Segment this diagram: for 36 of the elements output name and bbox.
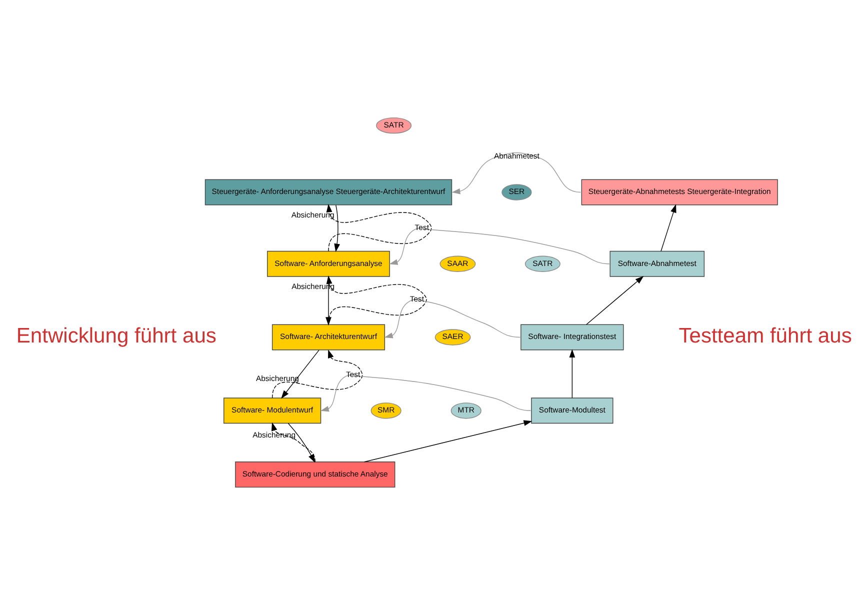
label: Entwicklung führt aus	[16, 324, 216, 348]
arrow	[586, 275, 644, 324]
node-box: Software- Anforderungsanalyse	[267, 250, 390, 276]
edge-label: Test	[346, 369, 360, 378]
label: Testteam führt aus	[678, 324, 852, 348]
edge-label: Absicherung	[291, 210, 334, 220]
node-ellipse: SMR	[370, 402, 402, 418]
edge-label: Test	[410, 294, 424, 304]
arrow	[334, 204, 340, 252]
arrow	[452, 152, 581, 194]
node-ellipse: SAAR	[440, 255, 476, 272]
node-box: Software- Architekturentwurf	[272, 324, 386, 350]
arrow	[281, 349, 320, 398]
node-ellipse: SER	[502, 184, 532, 200]
arrow	[364, 420, 532, 462]
node-ellipse: SATR	[376, 116, 412, 134]
arrow	[384, 298, 521, 338]
node-ellipse: MTR	[450, 402, 482, 418]
node-box: Software-Codierung und statische Analyse	[235, 461, 396, 488]
arrow	[569, 348, 576, 398]
node-box: Software- Integrationstest	[520, 324, 624, 350]
node-box: Software-Modultest	[531, 397, 614, 424]
node-box: Software-Abnahmetest	[610, 250, 705, 276]
node-box: Steuergeräte-Abnahmetests Steuergeräte-Integration	[581, 178, 778, 205]
node-ellipse: SAER	[434, 328, 471, 345]
node-box: Steuergeräte- Anforderungsanalyse Steuergeräte-Architekturentwurf	[204, 178, 452, 205]
arrow	[660, 204, 676, 251]
arrow	[320, 374, 532, 412]
edge-label: Test	[414, 222, 429, 232]
node-ellipse: SATR	[524, 255, 560, 272]
arrow	[272, 349, 363, 398]
edge-label: Abnahmetest	[494, 150, 540, 160]
node-box: Software- Modulentwurf	[224, 397, 322, 424]
arrow	[326, 203, 432, 252]
arrow	[288, 422, 316, 462]
arrow	[389, 227, 610, 264]
